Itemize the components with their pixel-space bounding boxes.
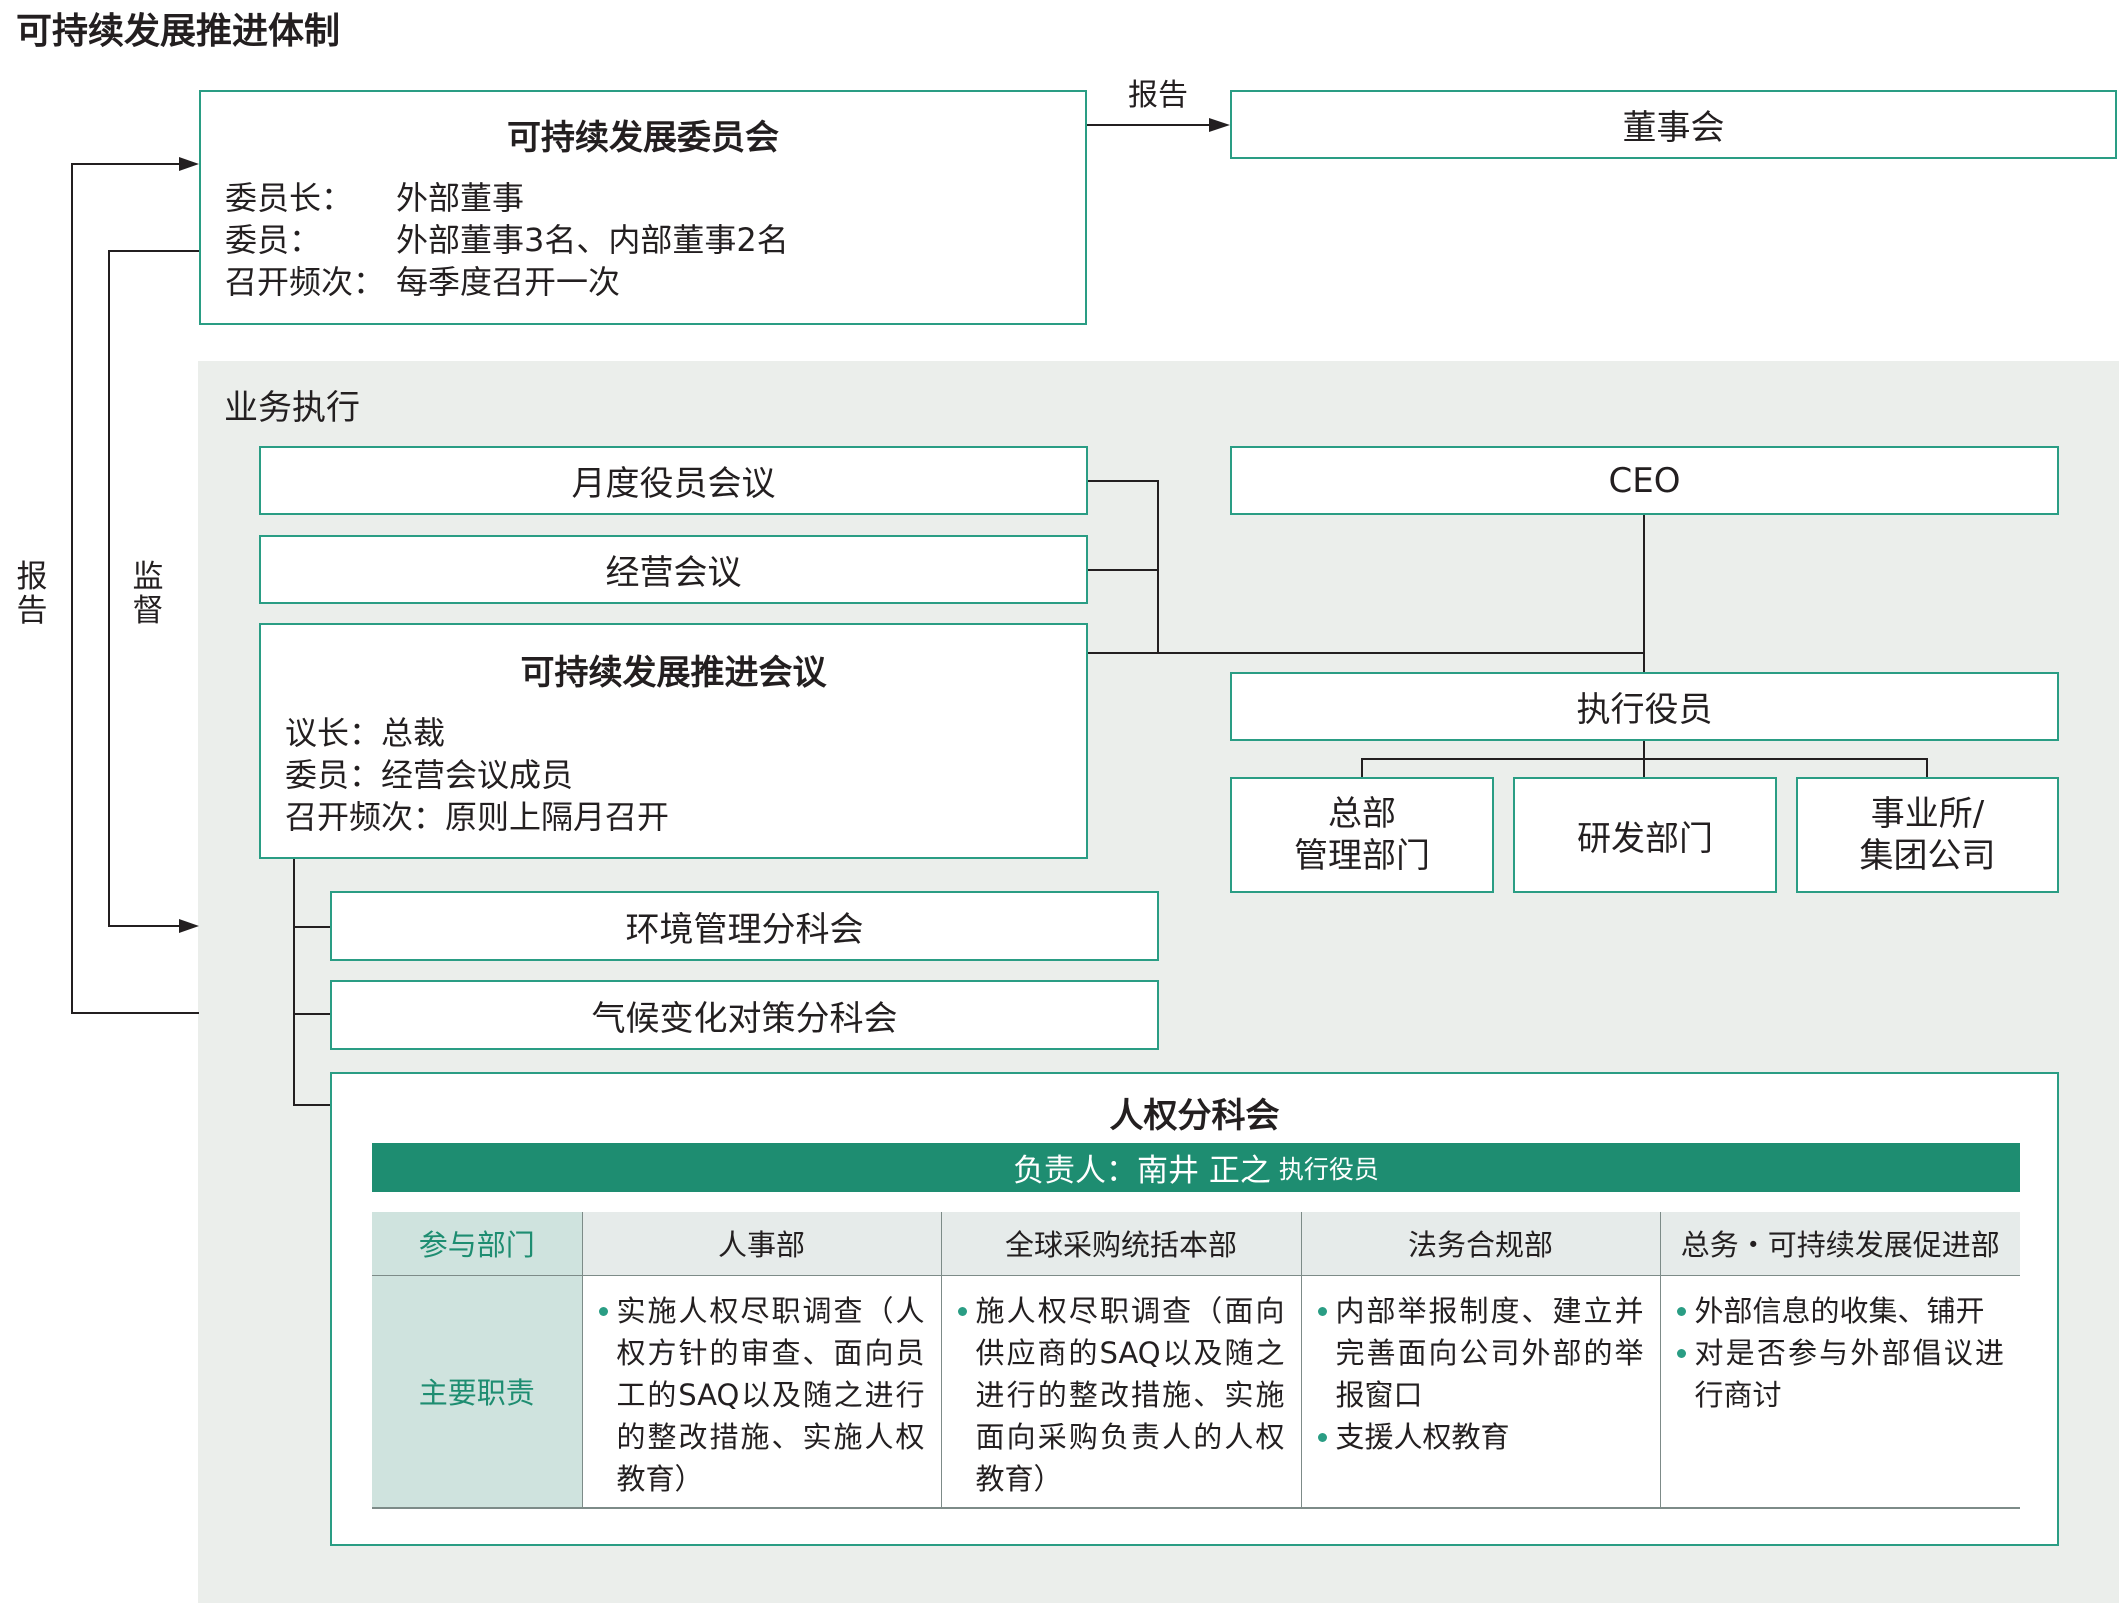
department-box-rnd: 研发部门 [1513, 777, 1777, 893]
duty-item: 施人权尽职调查（面向供应商的SAQ以及随之进行的整改措施、实施面向采购负责人的人… [957, 1290, 1285, 1500]
duties-general-affairs: 外部信息的收集、铺开 对是否参与外部倡议进行商讨 [1659, 1274, 2020, 1508]
monthly-officer-meeting-box: 月度役员会议 [259, 446, 1088, 515]
left-report-label: 报告 [16, 559, 48, 629]
committee-members-value: 外部董事3名、内部董事2名 [396, 221, 789, 259]
department-box-hq: 总部 管理部门 [1230, 777, 1494, 893]
connector [1643, 515, 1645, 672]
dept-header-procurement: 全球采购统括本部 [940, 1212, 1302, 1276]
duty-item: 支援人权教育 [1317, 1416, 1644, 1458]
promotion-meeting-row-members: 委员：经营会议成员 [285, 756, 574, 794]
dept-header-general-affairs: 总务・可持续发展促进部 [1659, 1212, 2020, 1276]
business-execution-label: 业务执行 [224, 388, 360, 428]
department-rnd-label: 研发部门 [1577, 818, 1713, 859]
committee-row-members: 委员： 外部董事3名、内部董事2名 [225, 219, 1061, 261]
committee-members-key: 委员： [225, 221, 322, 259]
sustainability-committee-box: 可持续发展委员会 委员长： 外部董事 委员： 外部董事3名、内部董事2名 召开频… [199, 90, 1087, 325]
committee-title: 可持续发展委员会 [507, 118, 779, 158]
committee-chair-value: 外部董事 [396, 179, 525, 217]
ceo-box: CEO [1230, 446, 2059, 515]
connector [1088, 569, 1159, 571]
connector [1361, 758, 1363, 777]
management-meeting-box: 经营会议 [259, 535, 1088, 604]
duty-item: 对是否参与外部倡议进行商讨 [1676, 1332, 2004, 1416]
department-group-line2: 集团公司 [1859, 836, 1996, 876]
arrow-top-label: 报告 [1128, 78, 1188, 113]
leader-name: 负责人：南井 正之 [1013, 1153, 1271, 1189]
department-hq-line1: 总部 [1328, 794, 1396, 834]
connector [293, 1013, 330, 1015]
duties-hr: 实施人权尽职调查（人权方针的审查、面向员工的SAQ以及随之进行的整改措施、实施人… [581, 1274, 942, 1508]
page-title: 可持续发展推进体制 [16, 11, 341, 52]
connector [293, 1104, 330, 1106]
sustainability-promotion-meeting-box: 可持续发展推进会议 议长：总裁 委员：经营会议成员 召开频次：原则上隔月召开 [259, 623, 1088, 859]
duty-item: 实施人权尽职调查（人权方针的审查、面向员工的SAQ以及随之进行的整改措施、实施人… [598, 1290, 925, 1500]
human-rights-subcommittee-box: 人权分科会 负责人：南井 正之 执行役员 参与部门 人事部 全球采购统括本部 法… [330, 1072, 2059, 1546]
environment-subcommittee-box: 环境管理分科会 [330, 891, 1159, 961]
committee-row-chair: 委员长： 外部董事 [225, 177, 1061, 219]
promotion-meeting-row-chair: 议长：总裁 [285, 714, 446, 752]
left-supervise-label: 监督 [132, 559, 164, 629]
left-loop-arrows [71, 157, 199, 1014]
participating-dept-label: 参与部门 [372, 1212, 583, 1276]
duties-procurement: 施人权尽职调查（面向供应商的SAQ以及随之进行的整改措施、实施面向采购负责人的人… [940, 1274, 1302, 1508]
climate-subcommittee-box: 气候变化对策分科会 [330, 980, 1159, 1050]
committee-frequency-key: 召开频次： [225, 263, 386, 301]
promotion-meeting-row-frequency: 召开频次：原则上隔月召开 [285, 798, 670, 836]
duties-table: 参与部门 人事部 全球采购统括本部 法务合规部 总务・可持续发展促进部 主要职责… [372, 1212, 2020, 1509]
main-duties-label: 主要职责 [372, 1274, 583, 1508]
table-duties-row: 主要职责 实施人权尽职调查（人权方针的审查、面向员工的SAQ以及随之进行的整改措… [372, 1274, 2020, 1508]
connector [293, 926, 330, 928]
connector [293, 859, 295, 1106]
duty-item: 外部信息的收集、铺开 [1676, 1290, 2005, 1332]
department-box-group: 事业所/ 集团公司 [1796, 777, 2059, 893]
table-header-row: 参与部门 人事部 全球采购统括本部 法务合规部 总务・可持续发展促进部 [372, 1212, 2020, 1276]
dept-header-legal: 法务合规部 [1300, 1212, 1661, 1276]
department-hq-line2: 管理部门 [1294, 836, 1430, 876]
leader-role: 执行役员 [1278, 1154, 1379, 1184]
leader-banner: 负责人：南井 正之 执行役员 [372, 1143, 2020, 1192]
duties-legal: 内部举报制度、建立并完善面向公司外部的举报窗口 支援人权教育 [1300, 1274, 1661, 1508]
board-box: 董事会 [1230, 90, 2117, 159]
promotion-meeting-title: 可持续发展推进会议 [520, 653, 827, 693]
connector [1157, 480, 1159, 654]
executive-officers-box: 执行役员 [1230, 672, 2059, 741]
committee-row-frequency: 召开频次： 每季度召开一次 [225, 261, 1061, 303]
connector [1926, 758, 1928, 777]
committee-chair-key: 委员长： [225, 179, 354, 217]
connector [1088, 480, 1159, 482]
report-arrow [1087, 118, 1230, 132]
connector [1361, 758, 1927, 760]
duty-item: 内部举报制度、建立并完善面向公司外部的举报窗口 [1317, 1290, 1644, 1416]
human-rights-title: 人权分科会 [1109, 1096, 1280, 1136]
connector [1088, 652, 1645, 654]
department-group-line1: 事业所/ [1870, 794, 1985, 834]
committee-frequency-value: 每季度召开一次 [396, 263, 621, 301]
dept-header-hr: 人事部 [581, 1212, 942, 1276]
